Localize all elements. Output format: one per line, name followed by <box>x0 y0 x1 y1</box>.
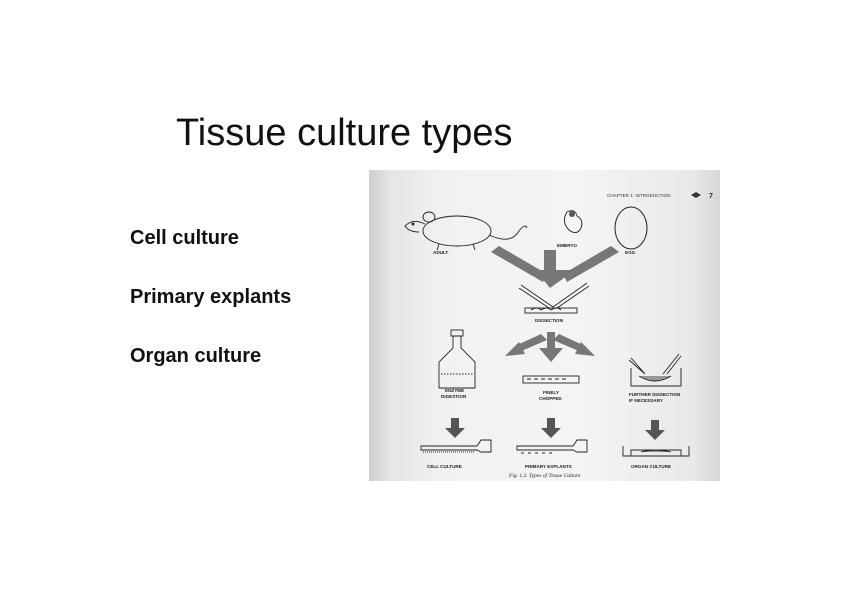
mouse-icon <box>404 211 528 251</box>
method-chopped-line2: CHOPPED <box>539 396 562 401</box>
method-enzyme-line2: DIGESTION <box>441 394 467 399</box>
figure-page-number: 7 <box>709 193 713 200</box>
bullet-primary-explants: Primary explants <box>130 286 292 308</box>
figure-scan: CHAPTER 1: INTRODUCTION 7 ADULT EMBRYO E… <box>369 170 720 481</box>
cell-culture-flask-icon <box>420 439 492 453</box>
tissue-culture-diagram: CHAPTER 1: INTRODUCTION 7 ADULT EMBRYO E… <box>404 192 713 479</box>
further-dissection-icon <box>628 353 682 387</box>
slide-title: Tissue culture types <box>176 112 513 154</box>
source-label-egg: EGG <box>625 250 636 255</box>
bullet-list: Cell culture Primary explants Organ cult… <box>130 224 291 401</box>
method-enzyme-line1: ENZYME <box>445 388 464 393</box>
organ-culture-dish-icon <box>622 446 690 457</box>
culture-label-explants: PRIMARY EXPLANTS <box>525 464 572 469</box>
diamond-icon <box>691 192 701 198</box>
method-chopped-line1: FINELY <box>543 390 559 395</box>
flask-icon <box>438 329 476 389</box>
method-further-line1: FURTHER DISSECTION <box>629 392 681 397</box>
chopped-dish-icon <box>522 375 580 384</box>
bullet-organ-culture: Organ culture <box>130 345 262 367</box>
figure-caption: Fig. 1.2. Types of Tissue Culture. <box>508 472 582 479</box>
method-further-line2: IF NECESSARY <box>629 398 663 403</box>
source-label-adult: ADULT <box>433 250 448 255</box>
dissection-label: DISSECTION <box>535 318 564 323</box>
converge-arrows <box>491 246 619 288</box>
down-arrows <box>445 418 665 440</box>
culture-label-organ: ORGAN CULTURE <box>631 464 671 469</box>
dissection-icon <box>518 282 590 314</box>
diverge-arrows <box>505 332 595 362</box>
culture-label-cell: CELL CULTURE <box>427 464 462 469</box>
figure-header: CHAPTER 1: INTRODUCTION <box>607 193 671 198</box>
embryo-icon <box>564 210 583 233</box>
source-label-embryo: EMBRYO <box>557 243 577 248</box>
egg-icon <box>614 206 648 250</box>
bullet-cell-culture: Cell culture <box>130 227 239 249</box>
explant-flask-icon <box>516 439 588 454</box>
